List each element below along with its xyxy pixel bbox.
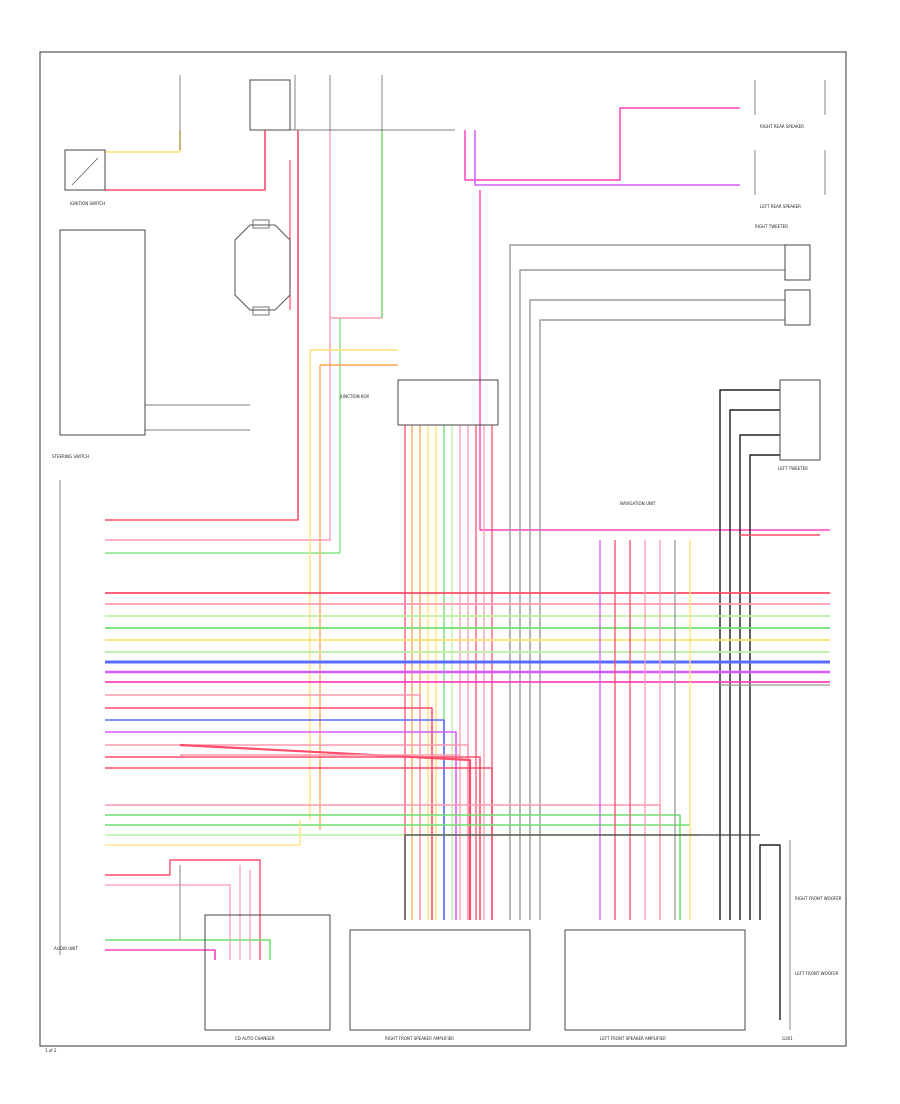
wire-55 (179, 743, 472, 920)
wire-2 (105, 130, 181, 153)
steering-switch (59, 229, 250, 436)
wire-16 (719, 389, 780, 920)
label-audio-unit: AUDIO UNIT (54, 946, 78, 951)
wire-9 (464, 107, 740, 181)
left-tweeter (779, 379, 821, 461)
wire-58 (105, 814, 681, 920)
label-right-front-amp: RIGHT FRONT SPEAKER AMPLIFIER (385, 1036, 454, 1041)
wire-49 (105, 707, 433, 920)
right-tweeter (784, 244, 811, 326)
fuse-block-top (179, 75, 455, 150)
wire-19 (749, 454, 780, 920)
wire-48 (105, 694, 421, 920)
label-left-rear-speaker: LEFT REAR SPEAKER (760, 204, 801, 209)
wire-1 (105, 130, 266, 191)
label-right-front-woofer: RIGHT FRONT WOOFER (795, 896, 842, 901)
wire-17 (729, 409, 780, 920)
wire-15 (539, 319, 785, 920)
wire-69 (404, 834, 760, 920)
wire-3 (105, 130, 299, 521)
wire-73 (105, 949, 216, 960)
junction-box (397, 379, 499, 426)
wire-54 (105, 767, 493, 920)
wire-71 (105, 884, 231, 960)
wire-harness (105, 107, 830, 1020)
wire-20 (759, 844, 781, 1020)
wire-6 (105, 318, 331, 541)
wire-7 (105, 318, 341, 554)
label-navigation-unit: NAVIGATION UNIT (620, 501, 656, 506)
ignition-switch (64, 149, 106, 191)
label-right-tweeter: RIGHT TWEETER (755, 224, 788, 229)
label-ignition-switch: IGNITION SWITCH (70, 201, 105, 206)
wire-50 (105, 719, 445, 920)
wire-57 (105, 804, 661, 920)
wire-18 (739, 434, 780, 920)
diagram-frame (39, 51, 847, 1047)
relay-octagon (234, 219, 291, 316)
wire-70 (105, 859, 261, 960)
label-junction-box: JUNCTION BOX (339, 394, 369, 399)
wire-10 (474, 130, 740, 186)
label-steering-switch: STEERING SWITCH (52, 454, 89, 459)
left-front-amp (564, 929, 746, 1031)
label-left-front-amp: LEFT FRONT SPEAKER AMPLIFIER (600, 1036, 666, 1041)
wire-12 (509, 244, 785, 920)
label-ground: G301 (782, 1036, 793, 1041)
right-rear-speaker (754, 80, 826, 195)
wire-11 (479, 190, 830, 531)
wire-51 (105, 731, 457, 920)
label-cd-changer: CD AUTO CHANGER (235, 1036, 275, 1041)
wire-53 (105, 756, 481, 920)
page-label: 1 of 2 (45, 1048, 57, 1053)
cd-changer (204, 914, 331, 1031)
wire-61 (105, 820, 301, 846)
wire-13 (519, 269, 785, 920)
label-left-tweeter: LEFT TWEETER (778, 466, 808, 471)
wire-14 (529, 299, 785, 920)
label-right-rear-speaker: RIGHT REAR SPEAKER (760, 124, 804, 129)
wire-72 (105, 939, 271, 960)
wire-4 (329, 130, 383, 319)
right-front-amp (349, 929, 531, 1031)
label-left-front-woofer: LEFT FRONT WOOFER (795, 971, 839, 976)
wire-52 (105, 744, 469, 920)
